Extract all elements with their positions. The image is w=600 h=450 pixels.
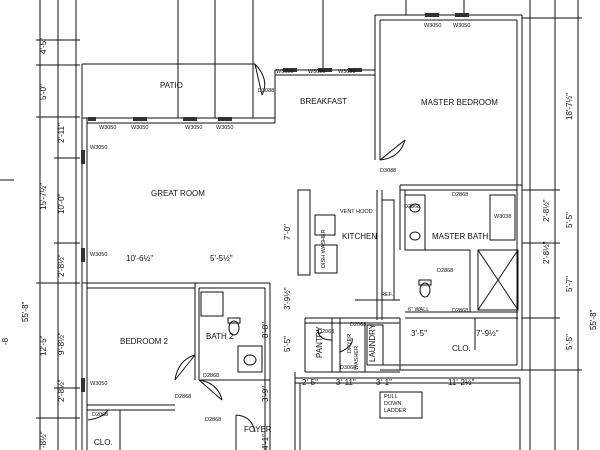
washer-label: WASHER (354, 346, 360, 370)
dimension-label: 12'-5" (39, 335, 48, 356)
door-label: D2868 (205, 417, 221, 423)
dimension-label: 3'-1" (376, 378, 392, 387)
dimension-label: 3'-9½" (283, 287, 292, 310)
window-label: W3038 (494, 214, 511, 220)
room-label-master-bedroom: MASTER BEDROOM (421, 98, 498, 107)
ladder-label-line2: DOWN (384, 401, 401, 407)
room-label-kitchen: KITCHEN (342, 232, 377, 241)
dimension-label: 5'-5½" (210, 254, 233, 263)
dimension-label: 10'-0" (57, 193, 66, 214)
dimension-label: 3'-11" (336, 378, 356, 387)
room-label-pantry: PANTRY (315, 326, 324, 358)
dimension-label: 10'-6½" (126, 254, 153, 263)
door-label: D3068 (340, 365, 356, 371)
half-wall-label: 6" WALL (408, 307, 429, 313)
vent-hood-label: VENT HOOD (340, 209, 373, 215)
dimension-label: 5'-5" (565, 212, 574, 228)
room-label-master-closet: CLO. (452, 344, 471, 353)
dimension-label: 15'-7½" (39, 183, 48, 210)
window-label: W3050 (90, 145, 107, 151)
door-label: D2068 (350, 322, 366, 328)
dimension-label: 4'-1" (261, 434, 270, 450)
window-label: W3050 (338, 69, 355, 75)
room-label-laundry: LAUNDRY (368, 323, 377, 362)
room-label-patio: PATIO (160, 81, 183, 90)
dimension-label: 3'-5" (411, 329, 427, 338)
dimension-label: 55'-8" (589, 309, 598, 330)
dimension-label: 11'-2½" (448, 378, 475, 387)
dimension-label: 2'-5" (302, 378, 318, 387)
door-label: D2068 (92, 412, 108, 418)
window-label: W3050 (185, 125, 202, 131)
dimension-label: 55'-8" (21, 301, 30, 322)
dimension-label: 4'-5" (39, 38, 48, 54)
dimension-label: 3'-9" (261, 386, 270, 402)
dimension-label: 5'-5" (283, 336, 292, 352)
dimension-label: -8 (1, 337, 10, 345)
refrigerator-label: REF. (381, 292, 393, 298)
window-label: W3050 (216, 125, 233, 131)
window-label: W3050 (131, 125, 148, 131)
window-label: W3050 (99, 125, 116, 131)
door-label: D3088 (380, 168, 396, 174)
door-label: D2868 (175, 394, 191, 400)
dimension-label: 7'-0" (283, 224, 292, 240)
dimension-label: 2'-8½" (542, 199, 551, 222)
wall-lines (0, 0, 582, 450)
door-label: D2068 (318, 329, 334, 335)
dimension-label: 2'-8½" (57, 379, 66, 402)
dimension-label: 2'-11" (57, 123, 66, 143)
dimension-label: 5'-0" (39, 84, 48, 100)
dimension-label: 9'-8½" (57, 332, 66, 355)
window-label: W3050 (453, 23, 470, 29)
dishwasher-label: DISH WASHER (321, 229, 327, 268)
door-label: D2868 (452, 192, 468, 198)
dimension-label: -8½" (39, 431, 48, 448)
room-label-master-bath: MASTER BATH (432, 232, 489, 241)
window-label: W3050 (276, 69, 293, 75)
room-label-bedroom-2: BEDROOM 2 (120, 337, 169, 346)
window-label: W3050 (90, 381, 107, 387)
window-label: W3050 (90, 252, 107, 258)
dimension-label: 7'-9½" (476, 329, 499, 338)
room-label-great-room: GREAT ROOM (151, 189, 205, 198)
room-label-bed2-closet: CLO. (94, 438, 113, 447)
room-label-bath-2: BATH 2 (206, 332, 234, 341)
door-label: D2868 (203, 373, 219, 379)
door-label: D3088 (258, 88, 274, 94)
door-label: D2868 (452, 308, 468, 314)
ladder-label-line3: LADDER (384, 408, 406, 414)
window-label: W3050 (308, 69, 325, 75)
dimension-label: 5'-5" (565, 334, 574, 350)
room-label-breakfast: BREAKFAST (300, 97, 347, 106)
window-marks (81, 13, 469, 392)
window-label: W3050 (424, 23, 441, 29)
door-label: D2868 (437, 268, 453, 274)
dimension-label: 2'-8½" (57, 254, 66, 277)
dimension-label: 5'-7" (565, 276, 574, 292)
room-label-foyer: FOYER (244, 425, 272, 434)
dryer-label: DRYER (347, 334, 353, 353)
dimension-label: 2'-8½" (542, 241, 551, 264)
dimension-label: 18'-7½" (565, 93, 574, 120)
door-label: D2868 (404, 204, 420, 210)
ladder-label-line1: PULL (384, 394, 398, 400)
dimension-label: 8'-8" (261, 322, 270, 338)
